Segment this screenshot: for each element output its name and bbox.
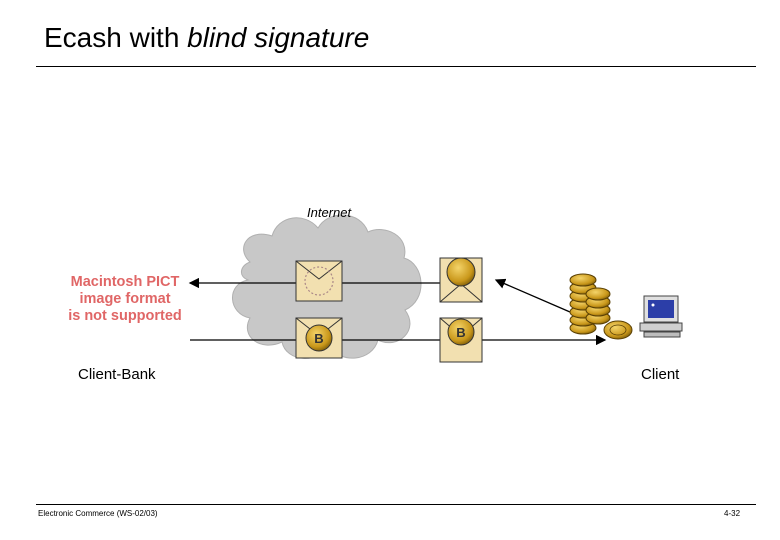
title-divider bbox=[36, 66, 756, 67]
envelope-icon: B bbox=[295, 317, 343, 359]
envelope-icon bbox=[439, 257, 483, 303]
coin-stack-icon bbox=[569, 273, 611, 335]
pict-line: is not supported bbox=[68, 308, 182, 324]
slide-title: Ecash with blind signature bbox=[44, 22, 369, 54]
client-bank-label: Client-Bank bbox=[78, 366, 156, 383]
pict-line: Macintosh PICT bbox=[70, 274, 180, 290]
footer-divider bbox=[36, 504, 756, 505]
coin-icon bbox=[603, 320, 633, 340]
computer-icon bbox=[639, 295, 683, 338]
envelope-icon bbox=[295, 260, 343, 302]
envelope-icon: B bbox=[439, 317, 483, 363]
arrow-to-envelope-icon bbox=[494, 278, 571, 313]
pict-placeholder: Macintosh PICT image format is not suppo… bbox=[62, 274, 188, 325]
client-label: Client bbox=[641, 366, 680, 383]
footer-course: Electronic Commerce (WS-02/03) bbox=[38, 509, 158, 518]
svg-text:B: B bbox=[456, 325, 465, 340]
pict-line: image format bbox=[79, 291, 171, 307]
title-main: Ecash with bbox=[44, 22, 188, 53]
internet-label: Internet bbox=[307, 205, 352, 220]
page-number: 4-32 bbox=[724, 509, 741, 518]
title-italic: blind signature bbox=[187, 22, 370, 53]
svg-text:B: B bbox=[314, 331, 323, 346]
